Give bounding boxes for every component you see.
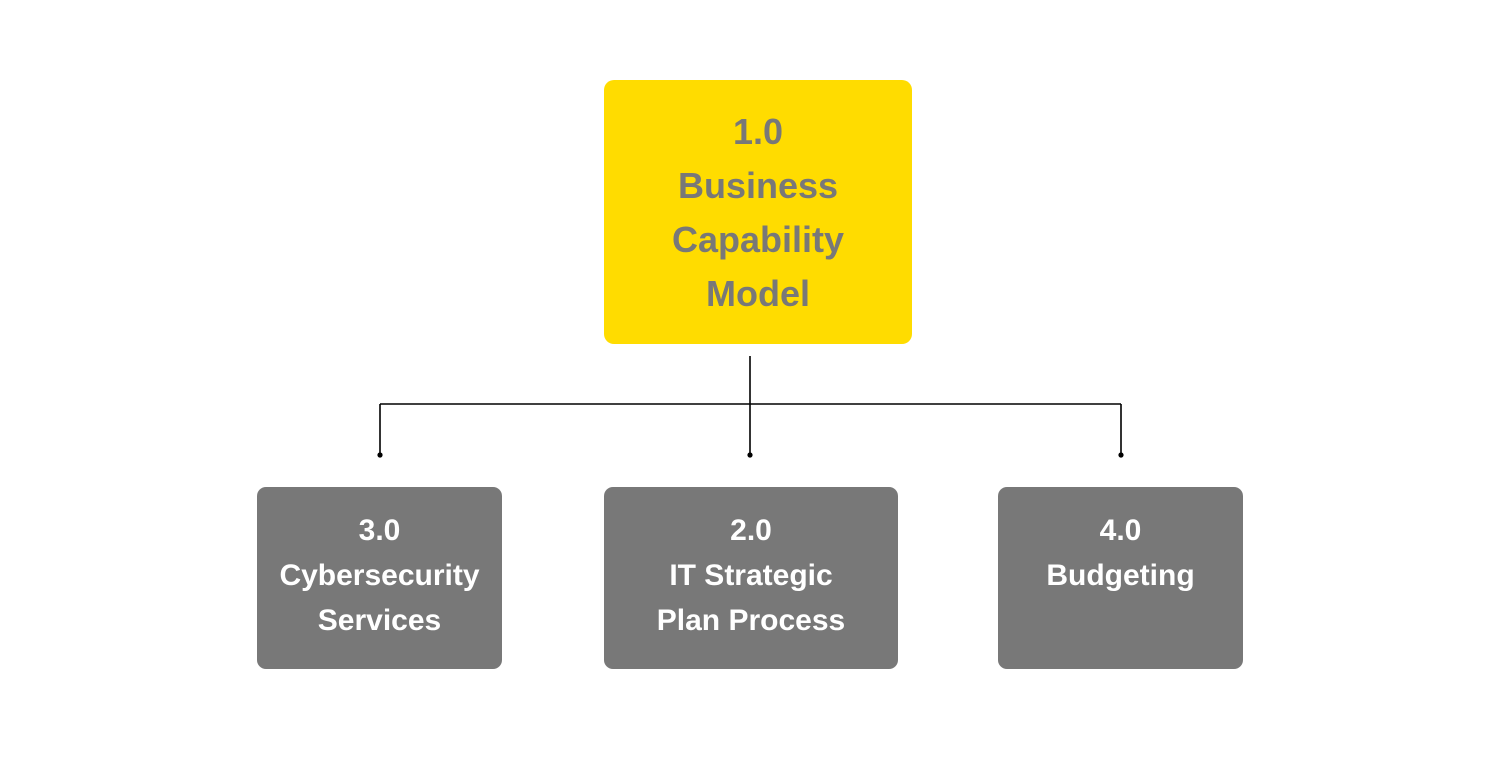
node-title-line: IT Strategic <box>669 559 833 592</box>
node-title-line: Capability <box>671 219 845 260</box>
node-number: 3.0 <box>358 514 401 547</box>
node-title-line: Budgeting <box>1046 559 1195 592</box>
node-business-capability-model[interactable]: 1.0 Business Capability Model <box>604 80 912 344</box>
node-title-line: Services <box>317 604 442 637</box>
node-it-strategic-plan-process[interactable]: 2.0 IT Strategic Plan Process <box>604 487 898 669</box>
node-title-line: Model <box>706 273 810 314</box>
connector-end-dot-it-strategic <box>747 452 753 458</box>
connector-end-dot-budgeting <box>1118 452 1124 458</box>
node-number: 1.0 <box>732 111 784 152</box>
node-title-line: Plan Process <box>656 604 846 637</box>
node-number: 2.0 <box>730 514 772 547</box>
node-title-line: Cybersecurity <box>279 559 480 592</box>
node-cybersecurity-services[interactable]: 3.0 Cybersecurity Services <box>257 487 502 669</box>
node-number: 4.0 <box>1099 514 1142 547</box>
node-title-line: Business <box>677 165 839 206</box>
connector-end-dot-cybersecurity <box>377 452 383 458</box>
node-budgeting[interactable]: 4.0 Budgeting <box>998 487 1243 669</box>
